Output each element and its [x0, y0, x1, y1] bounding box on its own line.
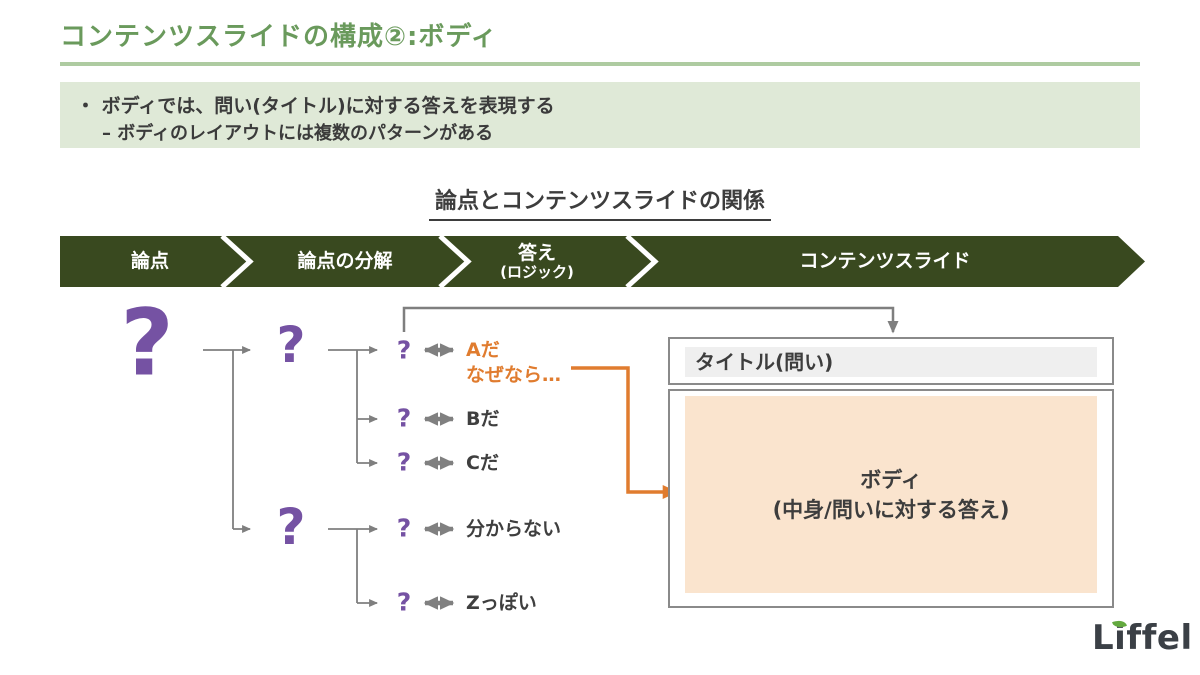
slide-mock-body-line-2: (中身/問いに対する答え)	[772, 497, 1010, 522]
answer-c: Cだ	[466, 452, 499, 474]
summary-line-2: – ボディのレイアウトには複数のパターンがある	[102, 123, 494, 144]
process-banner: 論点 論点の分解 答え (ロジック) コンテンツスライド	[60, 236, 1145, 287]
process-step-content-slide: コンテンツスライド	[799, 250, 971, 272]
tree-connectors	[203, 306, 899, 610]
answer-a-note: なぜなら…	[466, 364, 562, 386]
answer-a: Aだ なぜなら…	[466, 338, 561, 388]
title-underline	[60, 62, 1140, 66]
page-title: コンテンツスライドの構成②:ボディ	[60, 22, 498, 52]
slide-mock-title: タイトル(問い)	[685, 347, 1097, 377]
liffel-logo: Liffel	[1092, 618, 1193, 658]
summary-box: ・ ボディでは、問い(タイトル)に対する答えを表現する – ボディのレイアウトに…	[60, 82, 1140, 148]
diagram-heading: 論点とコンテンツスライドの関係	[428, 183, 771, 221]
question-mark-answer-b: ?	[396, 403, 412, 433]
process-step-issue: 論点	[130, 250, 170, 272]
process-step-answer: 答え (ロジック)	[500, 241, 574, 281]
question-mark-answer-d: ?	[396, 513, 412, 543]
process-step-breakdown: 論点の分解	[297, 250, 393, 272]
slide-mock-body-box: ボディ (中身/問いに対する答え)	[668, 389, 1114, 608]
slide-mock-title-box: タイトル(問い)	[668, 337, 1114, 385]
question-mark-sub-1: ?	[276, 316, 306, 374]
answer-e: Zっぽい	[466, 592, 537, 614]
answer-a-label: Aだ	[466, 339, 500, 361]
slide-mock-body: ボディ (中身/問いに対する答え)	[685, 396, 1097, 593]
slide-mock-body-line-1: ボディ	[860, 467, 922, 492]
question-mark-answer-c: ?	[396, 447, 412, 477]
question-mark-root: ?	[120, 289, 174, 397]
diagram-heading-wrap: 論点とコンテンツスライドの関係	[0, 183, 1200, 221]
question-mark-answer-e: ?	[396, 587, 412, 617]
question-mark-answer-a: ?	[396, 335, 412, 365]
answer-d: 分からない	[466, 518, 562, 540]
process-banner-shape	[60, 236, 1145, 287]
answer-b: Bだ	[466, 408, 500, 430]
question-mark-sub-2: ?	[276, 498, 306, 556]
summary-line-1: ・ ボディでは、問い(タイトル)に対する答えを表現する	[76, 95, 555, 117]
